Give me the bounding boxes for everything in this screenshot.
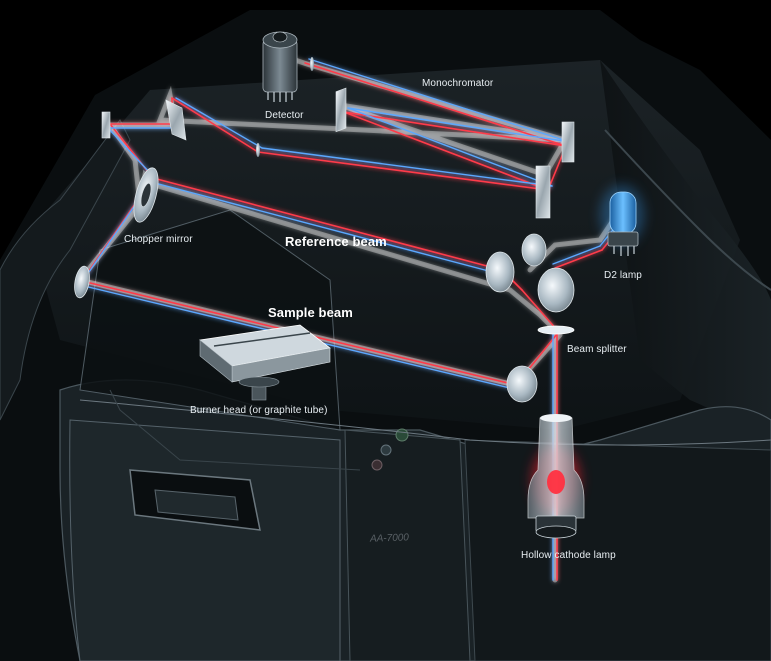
monochromator-grating (535, 165, 551, 219)
monochromator-collimator (561, 121, 575, 163)
sample-path-mirror (74, 265, 90, 299)
sample-beam-label: Sample beam (268, 305, 353, 320)
slit-lens (256, 143, 260, 157)
chassis-right-rim (604, 129, 771, 291)
relay-mirror-top (165, 99, 187, 141)
d2-lamp-base (607, 231, 639, 247)
combining-mirror-right (537, 267, 575, 313)
beam-splitter-label: Beam splitter (567, 344, 627, 355)
d2-lamp-bulb (609, 191, 637, 235)
hollow-cathode-lamp-label: Hollow cathode lamp (521, 550, 616, 561)
detector-lens (310, 57, 314, 71)
combining-mirror-left (485, 251, 515, 293)
hollow-cathode-lamp (527, 414, 585, 539)
detector (262, 31, 314, 102)
beam-splitter (537, 325, 575, 335)
front-handle-grip (154, 489, 239, 521)
relay-mirror-left (101, 111, 111, 139)
chopper-mirror (133, 167, 159, 223)
chassis-left-side (0, 119, 131, 421)
detector-window (272, 31, 288, 43)
indicator-lamp-green (395, 428, 409, 442)
hcl-glow-core (547, 470, 565, 494)
chassis-right-front (464, 439, 771, 661)
reference-beam-blue (150, 181, 501, 275)
combining-mirror-upper (521, 233, 547, 267)
chassis-edge-line (79, 399, 771, 446)
burner-head (199, 324, 331, 401)
model-badge: AA-7000 (369, 532, 410, 545)
monochromator-label: Monochromator (422, 78, 494, 89)
monochromator-entrance-mirror (335, 87, 347, 133)
sample-return-mirror (506, 365, 538, 403)
chassis-center-door (344, 429, 471, 661)
chassis-right-side (600, 60, 771, 460)
relay-mirrors (101, 99, 187, 141)
reference-beam-label: Reference beam (285, 234, 387, 249)
indicator-lamp-2 (380, 444, 392, 456)
chassis-edge-line-2 (109, 389, 361, 471)
d2-lamp-label: D2 lamp (604, 270, 642, 281)
sample-compartment (79, 209, 341, 431)
monochromator (256, 87, 575, 219)
detector-label: Detector (265, 110, 304, 121)
combining-mirrors (485, 233, 575, 403)
d2-lamp (600, 185, 644, 256)
hcl-glass (527, 417, 585, 519)
chopper-mirror-label: Chopper mirror (124, 234, 193, 245)
burner-head-label: Burner head (or graphite tube) (190, 405, 328, 416)
reference-beam-red (152, 177, 503, 271)
instrument-chassis (0, 10, 771, 661)
chassis-front-body (69, 419, 341, 661)
indicator-lamp-3 (371, 459, 383, 471)
